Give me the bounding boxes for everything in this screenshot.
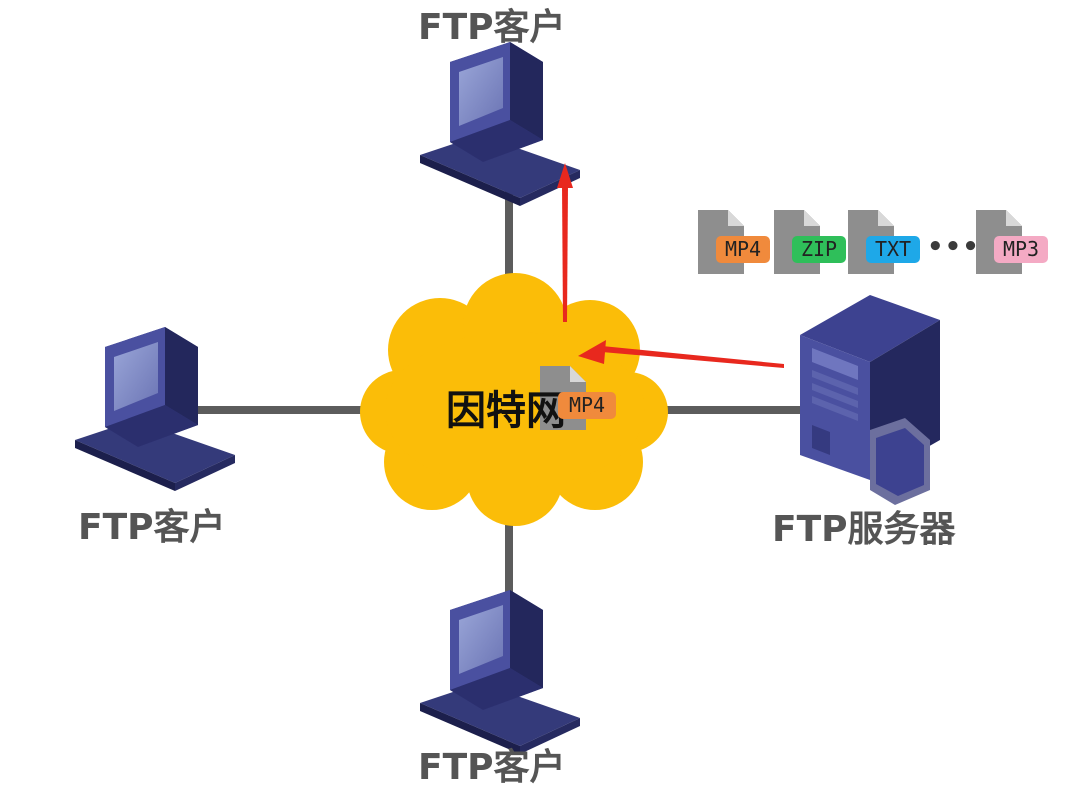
top-client-computer-icon <box>420 42 580 206</box>
file-type-zip: ZIP <box>792 236 846 263</box>
ftp-server-label: FTP服务器 <box>772 509 956 550</box>
internet-cloud <box>360 273 668 526</box>
ftp-server-icon <box>800 295 940 505</box>
more-files-ellipsis: ••• <box>927 232 980 262</box>
transfer-file-type-mp4: MP4 <box>558 392 616 419</box>
bottom-client-computer-icon <box>420 590 580 754</box>
file-type-mp4: MP4 <box>716 236 770 263</box>
left-client-label: FTP客户 <box>78 507 226 548</box>
transfer-arrow-server-to-internet <box>578 340 784 368</box>
internet-label: 因特网 <box>446 388 566 434</box>
file-type-mp3: MP3 <box>994 236 1048 263</box>
top-client-label: FTP客户 <box>418 7 566 48</box>
transfer-arrow-internet-to-client <box>557 163 573 322</box>
bottom-client-label: FTP客户 <box>418 747 566 788</box>
file-type-txt: TXT <box>866 236 920 263</box>
